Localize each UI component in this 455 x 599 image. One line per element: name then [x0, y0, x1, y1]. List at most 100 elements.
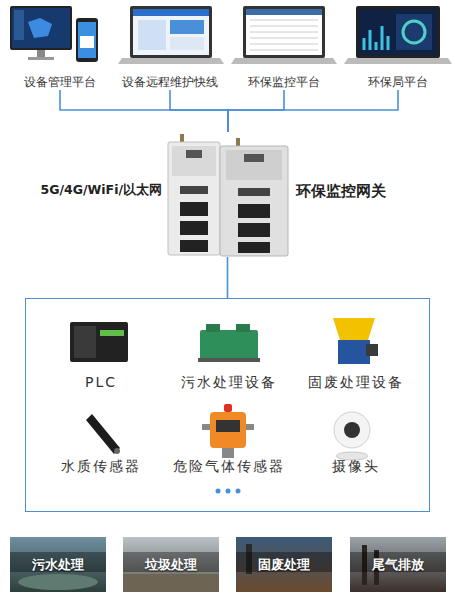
laptop-frame: [130, 6, 212, 58]
ethernet-port: [180, 221, 208, 235]
dot: [216, 489, 221, 494]
platform-label: 环保监控平台: [248, 74, 320, 90]
bar-chart: [364, 26, 388, 50]
screen-header: [246, 9, 322, 15]
network-label: 5G/4G/WiFi/以太网: [30, 182, 162, 199]
plc-module: [74, 326, 96, 358]
shredder-hopper: [333, 318, 375, 340]
device-node: 摄像头: [296, 399, 416, 475]
camera-dome: [334, 412, 370, 448]
photo: [123, 537, 219, 592]
laptop-icon: [118, 6, 224, 64]
tank-body: [200, 330, 258, 360]
tile-node: 尾气排放: [350, 537, 446, 592]
monitor-stand: [37, 50, 45, 57]
alarm-light: [224, 404, 232, 412]
device-label: 固废处理设备: [308, 373, 404, 391]
scene-label: 固废处理: [258, 556, 310, 574]
monitor-frame: [10, 6, 72, 50]
sensor-fitting: [202, 424, 210, 430]
platform-label: 设备管理平台: [24, 74, 96, 90]
device-node: 固废处理设备: [296, 315, 416, 391]
phone-screen: [78, 22, 96, 58]
laptop-base: [344, 58, 452, 64]
ethernet-port: [180, 240, 208, 252]
laptop-base: [118, 58, 224, 64]
laptop-frame: [356, 6, 440, 58]
box-node: PLC 污水处理设备 固废处理设备水质传感器危险气体传感器 摄像头: [25, 298, 430, 512]
camera-lens: [344, 422, 360, 438]
laptop-screen: [133, 9, 209, 55]
photo-detail: [18, 574, 98, 590]
device-node: 危险气体传感器: [169, 399, 289, 475]
platform-label: 设备远程维护快线: [122, 74, 218, 90]
screen-panel: [170, 20, 204, 34]
ethernet-port: [238, 242, 270, 253]
dot: [236, 489, 241, 494]
screen-panel: [170, 37, 204, 50]
usb-port: [180, 186, 208, 194]
shredder-motor: [366, 344, 378, 356]
sewage-equipment-icon: [198, 324, 260, 362]
monitor-base: [28, 57, 54, 60]
laptop-icon: [344, 6, 452, 64]
sensor-display: [216, 420, 240, 432]
tank-base: [198, 358, 260, 362]
monitor-screen: [12, 8, 70, 48]
screen-panel: [14, 10, 24, 40]
gas-sensor-icon: [202, 404, 254, 458]
dot: [226, 489, 231, 494]
sensor-probe: [222, 448, 234, 458]
scene-label: 垃圾处理: [145, 556, 197, 574]
device-node: PLC: [41, 315, 161, 391]
scene-label: 污水处理: [32, 556, 84, 574]
platform-node: 设备远程维护快线: [112, 2, 228, 90]
gateway-panel: [226, 150, 282, 180]
ethernet-port: [238, 223, 270, 237]
shredder-icon: [333, 318, 378, 364]
phone-panel: [80, 36, 94, 48]
platform-node: 环保局平台: [340, 2, 455, 90]
gateway-body: [168, 142, 220, 255]
connector-line: [228, 90, 398, 132]
gateway-panel: [172, 146, 216, 176]
connector-line: [60, 90, 228, 132]
phone-frame: [76, 18, 98, 62]
platform-node: 环保监控平台: [226, 2, 342, 90]
device-label: 摄像头: [332, 457, 380, 475]
photo: [10, 537, 106, 592]
sensor-fitting: [246, 424, 254, 430]
laptop-frame: [243, 6, 325, 58]
sensor-tip: [114, 448, 120, 454]
device-label: 污水处理设备: [181, 373, 277, 391]
table-rows: [250, 20, 318, 50]
connector-line: [228, 90, 284, 132]
tile-node: 固废处理: [236, 537, 332, 592]
gateway-label: 环保监控网关: [296, 182, 386, 201]
water-sensor-icon: [86, 414, 120, 454]
monitor-icon: [10, 6, 98, 62]
platform-node: 设备管理平台: [2, 2, 118, 90]
shredder-base: [338, 340, 370, 364]
sensor-box: [210, 412, 246, 448]
ethernet-port: [238, 204, 270, 218]
screen-header: [133, 9, 209, 16]
laptop-screen: [246, 9, 322, 55]
gateway-logo: [186, 150, 202, 158]
tile-node: 污水处理: [10, 537, 106, 592]
connector-line: [170, 90, 228, 132]
connector-line: [227, 257, 229, 298]
photo-detail: [123, 574, 219, 592]
device-label: PLC: [85, 373, 117, 391]
plc-body: [70, 322, 128, 362]
platform-label: 环保局平台: [368, 74, 428, 90]
device-label: 危险气体传感器: [173, 457, 285, 475]
usb-port: [238, 188, 270, 196]
gateway-logo: [244, 154, 264, 162]
plc-icon: [70, 322, 128, 362]
sensor-body: [86, 414, 120, 454]
device-node: 水质传感器: [41, 399, 161, 475]
screen-panel: [138, 20, 166, 50]
photo: [350, 537, 446, 592]
